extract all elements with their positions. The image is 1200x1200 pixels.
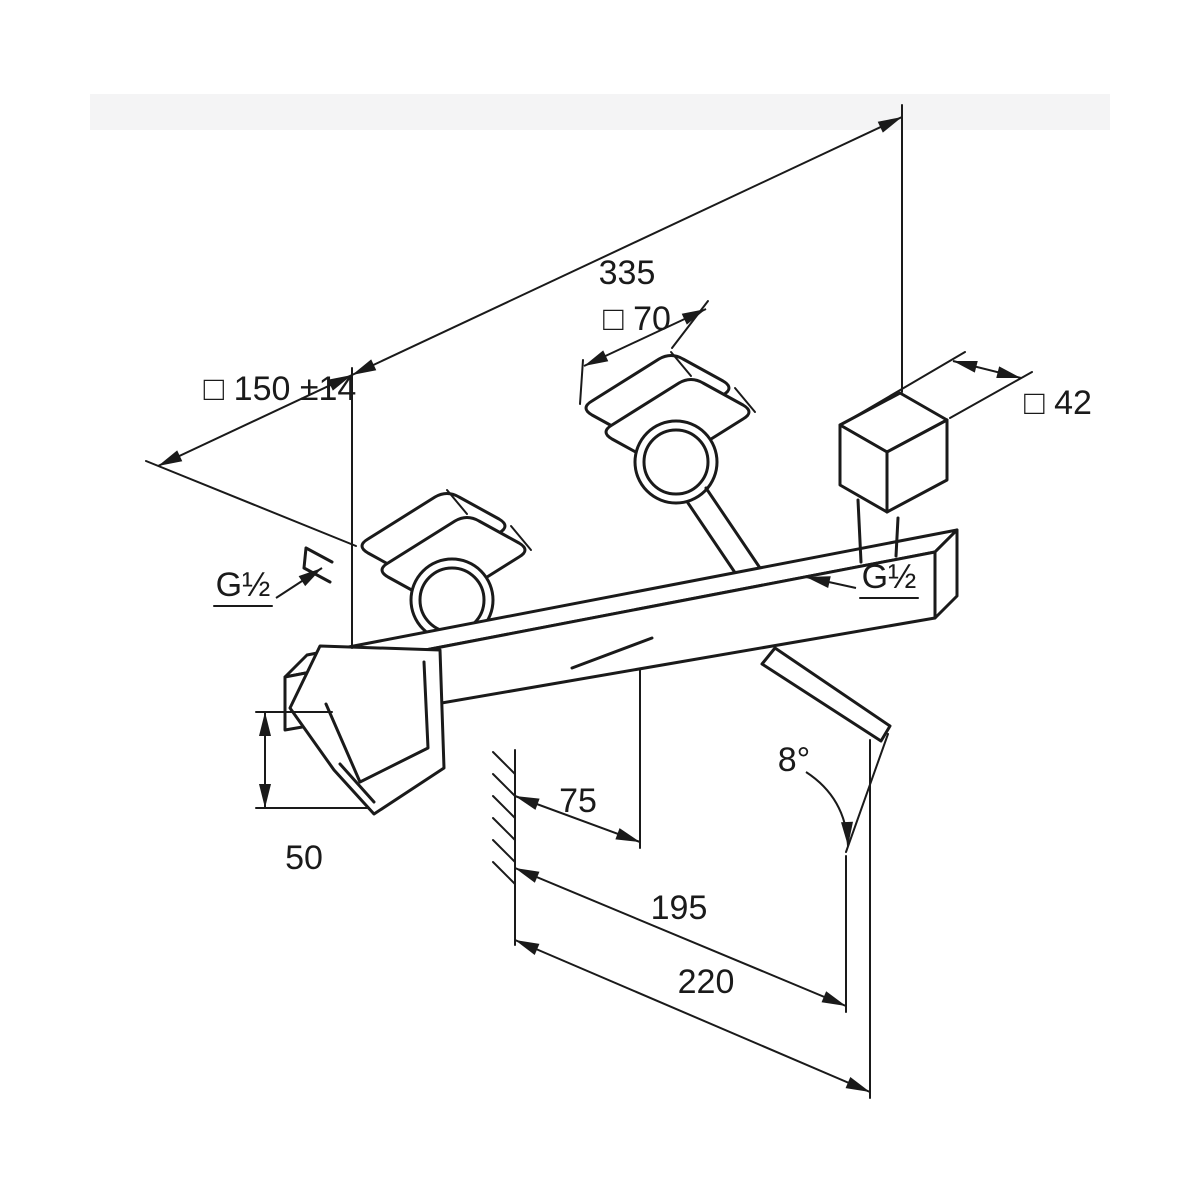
dimension-lines: [157, 116, 1022, 1093]
dim-label-42: □ 42: [1024, 384, 1092, 422]
left-escutcheon-edge: [446, 489, 468, 515]
handle-stem: [856, 498, 863, 564]
extension-lines: [145, 104, 1033, 1099]
left-escutcheon-edge: [510, 525, 532, 551]
spout-outline: [288, 644, 446, 816]
wall-hatch-tick: [492, 861, 516, 885]
handle-right-face: [885, 418, 949, 514]
lever-angle-reference-line: [845, 733, 889, 853]
dimension-line-150: [157, 374, 353, 467]
dimension-line-42: [952, 360, 1022, 379]
mixer-body: [283, 528, 959, 732]
dimension-labels: 335 □ 70 □ 150 ±14 □ 42 G½ G½ 75 50 8° 1…: [204, 254, 1092, 1001]
spout-lip-line: [570, 636, 654, 670]
dim-label-220: 220: [678, 963, 735, 1001]
dimension-line-335: [351, 116, 903, 376]
thread-label-left: G½: [216, 566, 271, 604]
dim-label-335: 335: [599, 254, 656, 292]
faucet-drawing: [283, 351, 959, 946]
handle: [838, 391, 949, 564]
leader-thread-right: [805, 576, 857, 589]
right-union-flange-inner: [642, 428, 710, 496]
extension-line-42-left: [843, 351, 966, 424]
dimension-line-70: [583, 308, 707, 367]
spout-opening-line: [338, 762, 376, 804]
angle-arc-8deg: [805, 771, 853, 847]
thread-label-right: G½: [862, 558, 917, 596]
wall-hatch-tick: [492, 817, 516, 841]
spout: [288, 644, 446, 816]
angle-label-8deg: 8°: [778, 741, 811, 779]
extension-line-70-left: [579, 359, 584, 405]
wall-hatch-tick: [492, 773, 516, 797]
extension-line-left: [145, 460, 357, 547]
extension-line-70-right: [671, 300, 709, 349]
wall-hatch-tick: [492, 751, 516, 775]
dim-label-75: 75: [559, 782, 597, 820]
dim-label-150: □ 150 ±14: [204, 370, 357, 408]
dim-label-195: 195: [651, 889, 708, 927]
background-band: [90, 94, 1110, 130]
dimension-line-75: [514, 795, 641, 843]
right-union-pipe: [704, 486, 762, 570]
spout-inner-edge: [324, 660, 430, 784]
extension-line-42-right: [949, 371, 1033, 419]
leader-thread-left: [275, 567, 323, 599]
dim-label-70: □ 70: [603, 300, 671, 338]
dimension-line-220: [514, 939, 871, 1093]
right-escutcheon: [584, 351, 762, 585]
lever-outline: [760, 646, 892, 743]
right-escutcheon-edge: [734, 387, 756, 413]
wall-hatch-tick: [492, 839, 516, 863]
handle-stem: [894, 516, 900, 558]
wall-section: [492, 749, 516, 946]
right-union-flange: [633, 419, 719, 505]
dim-label-50: 50: [285, 839, 323, 877]
right-union-pipe: [686, 501, 744, 585]
lever: [760, 646, 892, 853]
wall-hatch-tick: [492, 795, 516, 819]
